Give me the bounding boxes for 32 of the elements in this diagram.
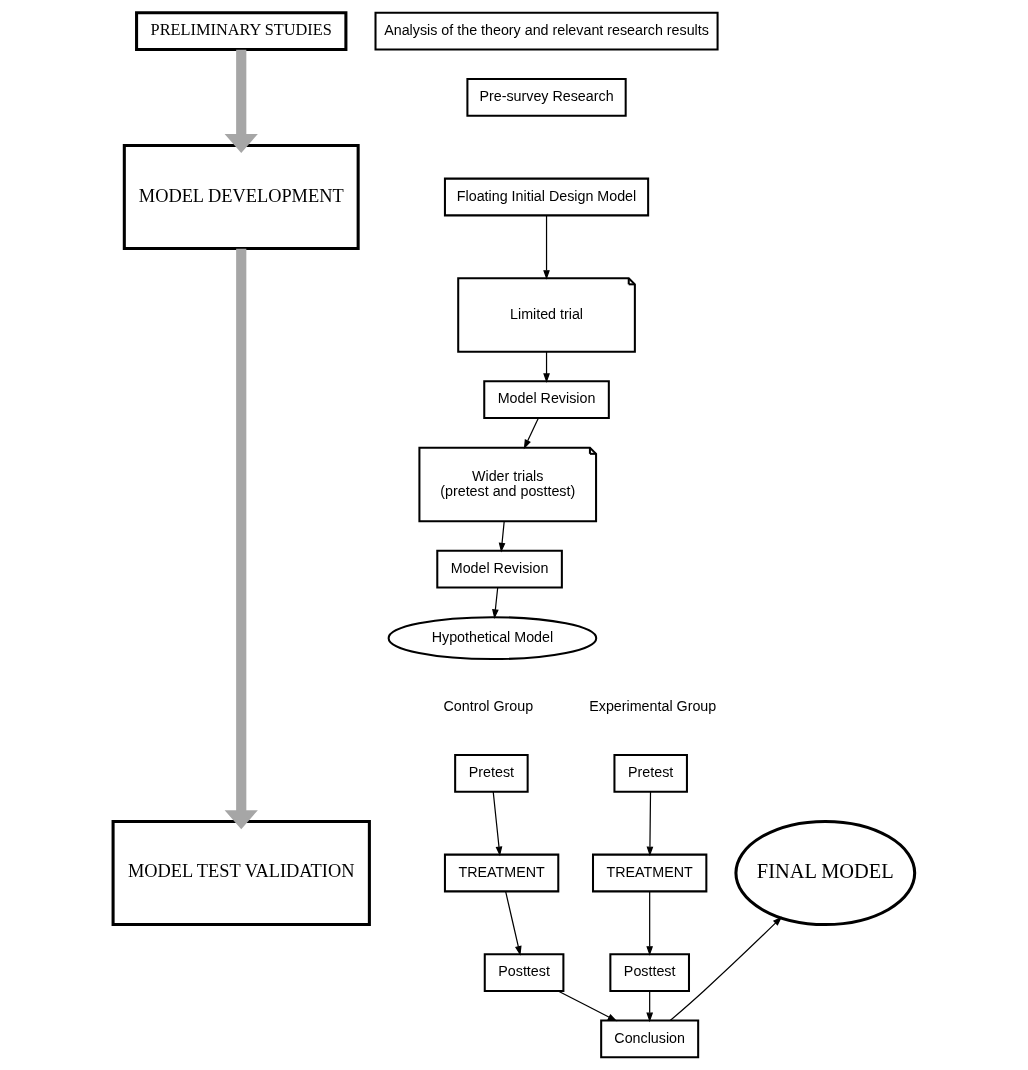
node-box: TREATMENT (443, 853, 560, 893)
node-box: Model Revision (436, 549, 563, 589)
node-box: TREATMENT (592, 853, 708, 893)
arrow (492, 791, 503, 857)
arrow (557, 990, 618, 1022)
arrow (523, 417, 539, 450)
node-box: MODEL DEVELOPMENT (122, 143, 360, 251)
node-box: Model Revision (483, 380, 610, 420)
label: Experimental Group (589, 697, 717, 714)
node-box: Analysis of the theory and relevant research results (374, 11, 719, 51)
node-box: MODEL TEST VALIDATION (111, 819, 371, 927)
arrow (543, 351, 550, 383)
arrow (505, 890, 522, 956)
arrow (224, 248, 258, 830)
node-box: Pretest (454, 754, 529, 793)
arrow (498, 520, 506, 553)
arrow (224, 49, 258, 153)
arrow (669, 916, 783, 1022)
node-box: Conclusion (600, 1019, 700, 1059)
node-box: Pretest (613, 754, 688, 793)
arrow (646, 791, 654, 857)
node-box: Posttest (483, 953, 565, 992)
node-box: Pre-survey Research (466, 78, 627, 117)
arrow (492, 587, 499, 619)
arrow (646, 890, 654, 956)
node-box: Posttest (609, 953, 690, 992)
node-ellipse: Hypothetical Model (387, 616, 598, 661)
arrow (646, 990, 654, 1023)
node-box: PRELIMINARY STUDIES (135, 11, 348, 51)
label: Control Group (443, 697, 534, 714)
node-box: Floating Initial Design Model (443, 177, 650, 217)
arrow (543, 215, 550, 280)
